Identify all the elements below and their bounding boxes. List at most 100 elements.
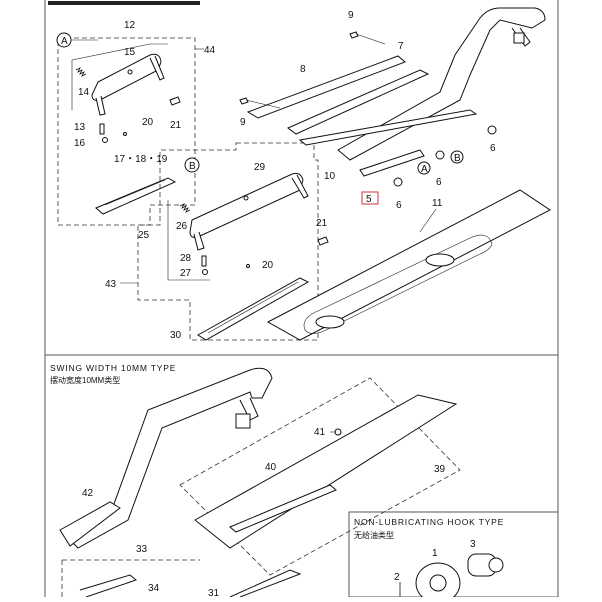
- plate-39: [194, 394, 458, 549]
- callout-8: 8: [300, 64, 306, 75]
- plate-30: [197, 277, 310, 341]
- circle-a-label-left: A: [61, 36, 68, 47]
- assembly-b-inner-box: [167, 200, 210, 281]
- assembly-a: [56, 32, 204, 226]
- plate-30-slot: [207, 281, 299, 334]
- feed-plate-11-slot: [303, 234, 493, 334]
- circle-a-right: [417, 161, 431, 175]
- callout-7: 7: [398, 41, 404, 52]
- callout-31: 31: [208, 588, 220, 597]
- callout-30: 30: [170, 330, 182, 341]
- non-lub-hook-assembly: NON-LUBRICATING HOOK TYPE 无给油类型: [354, 517, 504, 602]
- callout-13: 13: [74, 122, 86, 133]
- callout-42: 42: [82, 488, 94, 499]
- callout-28: 28: [180, 253, 192, 264]
- plate-8: [246, 55, 406, 119]
- callout-43: 43: [105, 279, 117, 290]
- callout-2: 2: [394, 572, 400, 583]
- callout-41: 41: [314, 427, 326, 438]
- screw-9a-shaft: [355, 33, 386, 45]
- callout-17-19: 17・18・19: [114, 154, 168, 165]
- spring-14: [75, 67, 87, 77]
- callout-5: 5: [366, 194, 372, 205]
- feed-slot-right: [425, 253, 455, 267]
- circle-b-left: [184, 157, 200, 173]
- hook-1-center: [429, 574, 447, 592]
- arm-hook-42: [239, 397, 259, 421]
- circle-b-label-right: B: [454, 153, 461, 164]
- plate-7: [287, 69, 430, 135]
- callout-33: 33: [136, 544, 148, 555]
- feed-plate-11: [266, 189, 551, 341]
- callout-27: 27: [180, 268, 192, 279]
- callout-10: 10: [324, 171, 336, 182]
- plate-17-slot: [104, 179, 166, 206]
- callout-6c: 6: [436, 177, 442, 188]
- screw-9b: [239, 97, 249, 105]
- handle-a: [91, 53, 162, 101]
- plate-17: [95, 177, 177, 215]
- callout-21a: 21: [170, 120, 182, 131]
- long-arm-42: [69, 367, 273, 549]
- swing-width-header: SWING WIDTH 10MM TYPE: [50, 363, 176, 373]
- screw-21b: [317, 236, 329, 246]
- arm-block-42: [59, 501, 121, 547]
- callout-9b: 9: [240, 117, 246, 128]
- callout-39: 39: [434, 464, 446, 475]
- non-lub-header-cn: 无给油类型: [354, 530, 394, 540]
- assembly-b: [120, 142, 329, 341]
- leader-11: [419, 208, 437, 233]
- callout-15: 15: [124, 47, 136, 58]
- callout-20a: 20: [142, 117, 154, 128]
- pin-27: [202, 269, 208, 275]
- callout-26: 26: [176, 221, 188, 232]
- handle-a-leg2: [95, 95, 106, 116]
- pin-13: [99, 123, 105, 135]
- plate-assembly-39-box: [179, 377, 461, 576]
- callout-16: 16: [74, 138, 86, 149]
- screw-6a: [393, 177, 403, 187]
- assembly-a-inner-box: [71, 43, 168, 110]
- arm-hook-end: [513, 32, 525, 44]
- part-5: [359, 149, 425, 177]
- screw-6b: [487, 125, 497, 135]
- slot-40: [229, 484, 337, 533]
- callout-14: 14: [78, 87, 90, 98]
- long-arm-10: [337, 7, 546, 161]
- callout-6b: 6: [490, 143, 496, 154]
- callout-40: 40: [265, 462, 277, 473]
- callout-12: 12: [124, 20, 136, 31]
- pin-16: [102, 137, 108, 143]
- callout-11: 11: [432, 198, 443, 209]
- arm-hook-end-42: [235, 413, 251, 429]
- callout-6a: 6: [396, 200, 402, 211]
- screw-9a: [349, 31, 359, 39]
- handle-b-leg2: [193, 231, 205, 251]
- callout-20b: 20: [262, 260, 274, 271]
- pin-28: [201, 255, 207, 267]
- assembly-a-dash-box: [57, 37, 196, 226]
- swing-width-header-cn: 摆动宽度10MM类型: [50, 375, 120, 385]
- callout-3: 3: [470, 539, 476, 550]
- washer-20: [123, 132, 127, 136]
- part-34: [79, 574, 138, 598]
- callout-1: 1: [432, 548, 438, 559]
- handle-b-leg: [291, 174, 309, 199]
- callout-labels: 12 15 44 14 21 13 20 16 17・18・19 29 25 2…: [61, 10, 496, 599]
- handle-b-hole: [243, 195, 249, 201]
- handle-a-leg: [149, 55, 165, 81]
- non-lub-header: NON-LUBRICATING HOOK TYPE: [354, 517, 504, 527]
- screw-9b-shaft: [245, 99, 281, 109]
- feed-arm-assembly: [239, 7, 551, 341]
- callout-29: 29: [254, 162, 266, 173]
- spring-26: [179, 203, 191, 213]
- callout-25: 25: [138, 230, 150, 241]
- plate-middle: [298, 109, 478, 146]
- callout-34: 34: [148, 583, 160, 594]
- callout-9a: 9: [348, 10, 354, 21]
- screw-6c: [435, 150, 445, 160]
- part-31: [229, 569, 302, 598]
- feed-slot-left: [315, 315, 345, 329]
- washer-20b: [246, 264, 250, 268]
